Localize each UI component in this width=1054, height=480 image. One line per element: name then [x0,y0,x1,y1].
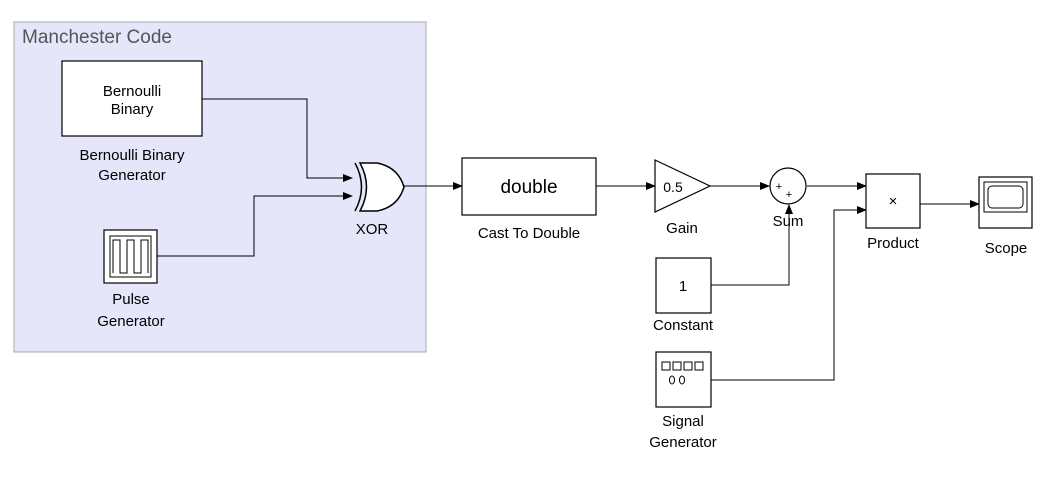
gain-triangle [654,159,712,213]
bernoulli-label-line2: Generator [98,167,166,184]
signal-label-line2: Generator [649,434,717,451]
bernoulli-binary-generator-block[interactable]: Bernoulli Binary Bernoulli Binary Genera… [61,60,203,184]
xor-extra-curve [354,162,363,212]
pulse-wave-icon [109,235,152,278]
gain-label: Gain [666,220,698,237]
xor-block[interactable]: XOR [354,162,405,238]
scope-label: Scope [985,240,1028,257]
bernoulli-inner-line2: Binary [111,101,154,118]
constant-block[interactable]: 1 Constant [653,257,714,334]
gain-inner-value: 0.5 [663,179,683,195]
cast-inner-text: double [500,177,557,198]
signal-lines [157,98,980,381]
sum-sign-1: + [776,181,782,193]
product-block[interactable]: × Product [865,173,921,252]
wire-signal-to-product[interactable] [711,206,867,381]
product-label: Product [867,235,920,252]
area-title: Manchester Code [22,27,172,48]
constant-label: Constant [653,317,714,334]
cast-to-double-block[interactable]: double Cast To Double [461,157,597,242]
signal-generator-block[interactable]: Signal Generator [649,351,717,451]
constant-value: 1 [679,278,687,295]
sum-label: Sum [773,213,804,230]
sum-sign-2: + [786,189,792,201]
scope-screen-icon [983,181,1028,213]
wire-pulse-to-xor[interactable] [157,192,353,257]
pulse-generator-block[interactable]: Pulse Generator [97,229,165,330]
pulse-label-line2: Generator [97,313,165,330]
product-multiply-icon: × [889,193,898,210]
cast-label: Cast To Double [478,225,580,242]
signal-generator-icon [661,361,704,385]
bernoulli-label-line1: Bernoulli Binary [79,147,185,164]
xor-label: XOR [356,221,389,238]
wire-bernoulli-to-xor[interactable] [202,98,353,182]
xor-gate-icon [358,162,405,212]
bernoulli-inner-line1: Bernoulli [103,83,161,100]
pulse-label-line1: Pulse [112,291,150,308]
gain-block[interactable]: 0.5 Gain [654,159,712,237]
sum-block[interactable]: + + Sum [769,167,807,230]
signal-label-line1: Signal [662,413,704,430]
wire-constant-to-sum[interactable] [711,204,793,286]
scope-block[interactable]: Scope [978,176,1033,257]
